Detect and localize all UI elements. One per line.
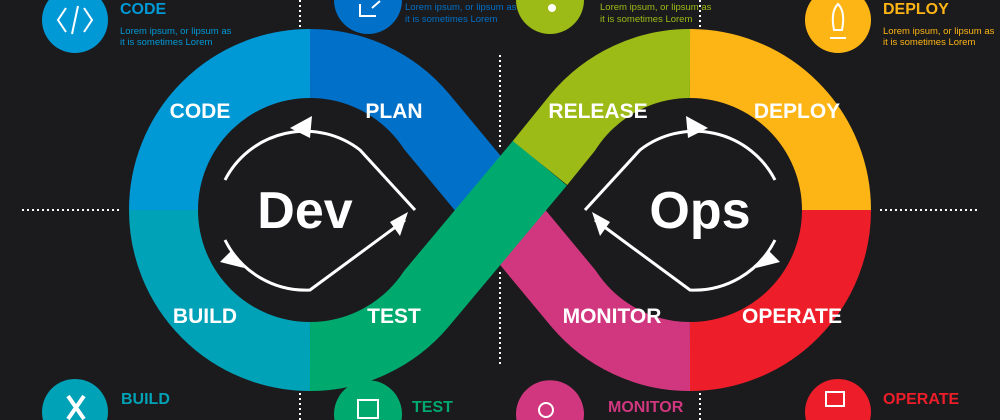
info-title-deploy: DEPLOY [883,1,949,18]
band-label-deploy: DEPLOY [754,100,840,123]
arrowhead-icon [290,116,312,138]
arrowhead-icon [756,250,780,268]
dev-arrow-top [223,129,417,212]
band-code [129,29,311,211]
info-desc-line: Lorem ipsum, or lipsum as [883,26,995,37]
info-desc-line: Lorem ipsum, or lipsum as [600,2,712,13]
band-test [309,140,567,392]
band-label-plan: PLAN [365,100,422,123]
band-operate [689,209,871,391]
deploy-icon-circle [804,0,871,53]
band-plan [309,28,532,239]
info-title-code: CODE [120,1,167,18]
presenter-board-icon [825,391,845,407]
operate-icon-circle [805,378,872,420]
info-code: CODE Lorem ipsum, or lipsum as it is som… [42,0,232,53]
code-icon-circle [42,0,109,53]
band-label-build: BUILD [173,305,237,328]
info-desc-line: it is sometimes Lorem [883,37,975,48]
arrowhead-icon [686,116,708,138]
info-monitor: MONITOR [516,380,684,420]
wrench-screwdriver-icon [66,394,86,420]
band-label-release: RELEASE [548,100,647,123]
info-desc-line: Lorem ipsum, or lipsum as [405,2,517,13]
info-plan: Lorem ipsum, or lipsum as it is sometime… [334,0,517,34]
band-monitor [468,181,691,392]
rocket-icon [830,2,846,39]
gear-icon [548,4,556,12]
clipboard-checklist-icon [357,399,379,419]
plan-edit-icon [359,0,381,17]
infinity-loop [129,28,871,392]
band-label-test: TEST [367,305,421,328]
info-operate: OPERATE [805,378,959,420]
band-label-code: CODE [170,100,231,123]
arrowheads [220,116,780,268]
info-title-operate: OPERATE [883,391,959,408]
info-title-monitor: MONITOR [608,399,684,416]
magnifier-chart-icon [538,402,554,418]
info-deploy: DEPLOY Lorem ipsum, or lipsum as it is s… [804,0,995,53]
band-deploy [689,29,871,211]
band-label-operate: OPERATE [742,305,842,328]
monitor-icon-circle [516,380,584,420]
ops-title: Ops [649,182,750,240]
arrowhead-icon [592,212,610,236]
info-build: BUILD [41,378,170,420]
dev-core [198,98,422,322]
ops-core [578,98,802,322]
band-label-monitor: MONITOR [563,305,662,328]
info-desc-line: Lorem ipsum, or lipsum as [120,26,232,37]
info-desc-line: it is sometimes Lorem [405,14,497,25]
info-title-test: TEST [412,399,453,416]
build-icon-circle [41,378,109,420]
info-release: Lorem ipsum, or lipsum as it is sometime… [516,0,712,34]
release-icon-circle [516,0,584,34]
band-release [512,28,691,186]
dev-title: Dev [257,182,352,240]
arrowhead-icon [390,212,408,236]
band-build [129,209,311,391]
arrowhead-icon [220,250,244,268]
info-desc-line: it is sometimes Lorem [600,14,692,25]
info-desc-line: it is sometimes Lorem [120,37,212,48]
ops-arrow-top [583,129,777,212]
code-brackets-icon [56,5,94,35]
dotted-dividers [22,0,978,420]
info-test: TEST [334,380,453,420]
info-title-build: BUILD [121,391,170,408]
